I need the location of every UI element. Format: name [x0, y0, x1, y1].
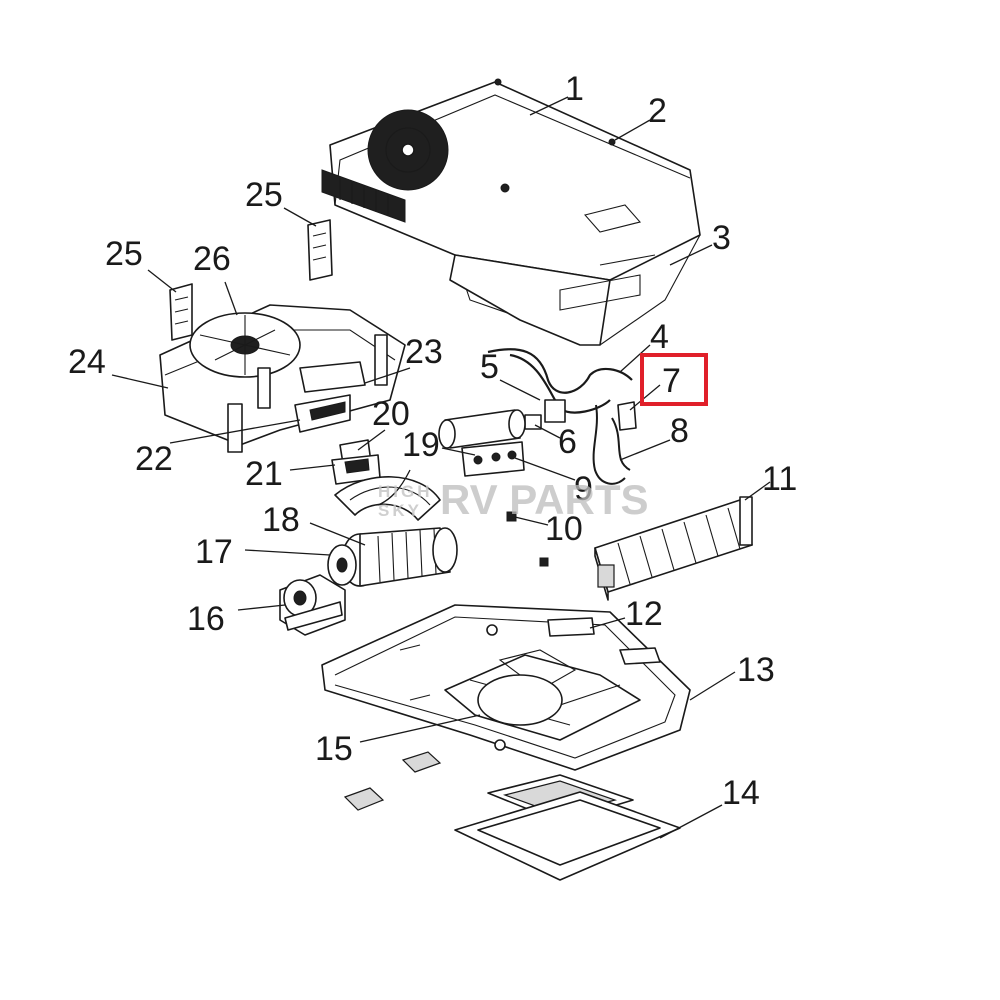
part-blower-motor — [279, 574, 346, 636]
callout-14: 14 — [722, 774, 760, 812]
callout-24: 24 — [68, 343, 106, 381]
callout-19: 19 — [402, 426, 440, 464]
callout-15: 15 — [315, 730, 353, 768]
part-terminal-block — [461, 441, 525, 477]
part-blower-housing — [334, 476, 441, 521]
callout-21: 21 — [245, 455, 283, 493]
part-foam-pads — [343, 751, 442, 811]
callout-25-left: 25 — [105, 235, 143, 273]
callout-26: 26 — [193, 240, 231, 278]
shroud-vents — [339, 178, 389, 216]
watermark-prefix-bottom: SKY — [378, 501, 422, 520]
callout-9: 9 — [574, 470, 593, 508]
part-mount-bracket-left — [169, 283, 193, 341]
callout-25-top: 25 — [245, 176, 283, 214]
watermark-prefix-top: HIGH — [378, 482, 433, 501]
callout-17: 17 — [195, 533, 233, 571]
callout-3: 3 — [712, 219, 731, 257]
callout-12: 12 — [625, 595, 663, 633]
part-capacitor — [438, 409, 526, 449]
callout-20: 20 — [372, 395, 410, 433]
part-evaporator-coil — [594, 496, 753, 601]
part-mount-bracket-top — [307, 219, 333, 281]
callout-8: 8 — [670, 412, 689, 450]
callout-13: 13 — [737, 651, 775, 689]
watermark: HIGH SKY RV PARTS — [378, 476, 648, 523]
callout-22: 22 — [135, 440, 173, 478]
callout-10: 10 — [545, 510, 583, 548]
watermark-brand: RV PARTS — [440, 476, 648, 523]
leader-lines — [111, 96, 771, 839]
part-blower-wheel — [327, 527, 458, 587]
coil-fins — [617, 507, 741, 585]
callout-2: 2 — [648, 92, 667, 130]
callout-7: 7 — [662, 362, 681, 400]
callout-11: 11 — [762, 460, 797, 498]
part-condenser-assembly — [159, 304, 406, 453]
part-screw — [506, 511, 549, 567]
callout-23: 23 — [405, 333, 443, 371]
highlight-box — [640, 353, 708, 406]
part-filter-gasket — [454, 774, 681, 881]
callout-5: 5 — [480, 348, 499, 386]
callout-1: 1 — [565, 70, 584, 108]
callout-16: 16 — [187, 600, 225, 638]
part-shroud — [321, 78, 701, 346]
callout-18: 18 — [262, 501, 300, 539]
callout-4: 4 — [650, 318, 669, 356]
callout-6: 6 — [558, 423, 577, 461]
callout-labels: 1 2 3 4 5 6 7 8 9 10 11 12 13 14 15 16 1… — [68, 70, 797, 812]
part-base-pan — [321, 604, 691, 771]
